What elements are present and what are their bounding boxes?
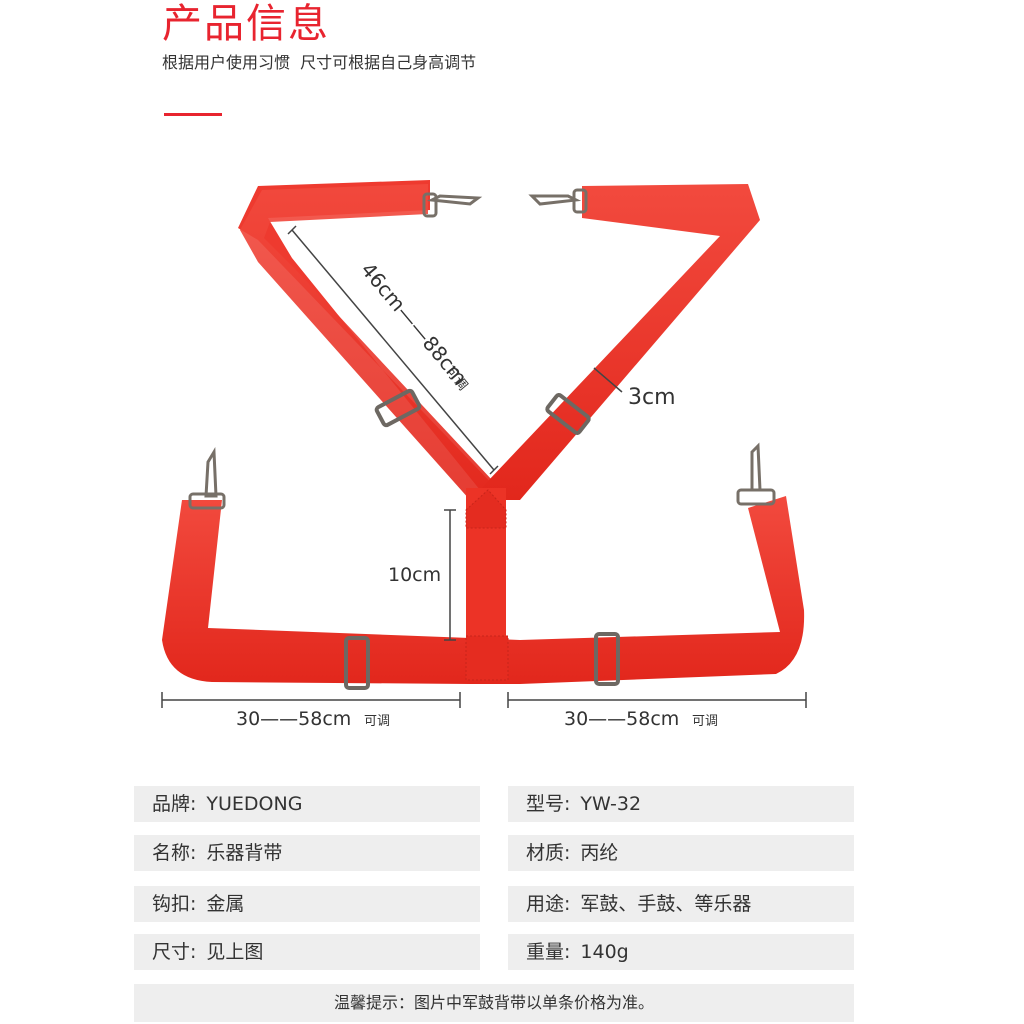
spec-value: YUEDONG [206, 793, 303, 815]
spec-label: 品牌: [152, 793, 197, 815]
lower-strap [162, 496, 805, 684]
spec-label: 型号: [526, 793, 571, 815]
spec-clasp: 钩扣: 金属 [134, 886, 480, 922]
bottom-left-length-label: 30——58cm [236, 708, 351, 730]
page-title: 产品信息 [162, 1, 330, 47]
center-patch [465, 489, 507, 529]
spec-label: 用途: [526, 893, 571, 915]
spec-label: 尺寸: [152, 941, 197, 963]
width-label: 3cm [628, 385, 676, 410]
bottom-right-length-label: 30——58cm [564, 708, 679, 730]
upper-right-strap [470, 184, 760, 500]
spec-label: 重量: [526, 941, 571, 963]
spec-label: 材质: [526, 842, 571, 864]
center-length-label: 10cm [388, 564, 441, 586]
title-underline [164, 113, 222, 116]
spec-brand: 品牌: YUEDONG [134, 786, 480, 822]
spec-usage: 用途: 军鼓、手鼓、等乐器 [508, 886, 854, 922]
hook-icon [188, 188, 776, 510]
spec-value: 丙纶 [580, 842, 619, 864]
spec-value: 军鼓、手鼓、等乐器 [580, 893, 752, 915]
spec-weight: 重量: 140g [508, 934, 854, 970]
spec-value: YW-32 [580, 793, 642, 815]
tip-banner: 温馨提示：图片中军鼓背带以单条价格为准。 [134, 984, 854, 1022]
spec-label: 钩扣: [152, 893, 197, 915]
buckle-icon [344, 388, 620, 690]
page-subtitle: 根据用户使用习惯 尺寸可根据自己身高调节 [162, 53, 477, 72]
spec-value: 见上图 [206, 941, 264, 963]
bottom-right-adjust-label: 可调 [692, 714, 718, 729]
bottom-left-adjust-label: 可调 [364, 714, 390, 729]
dimension-lines [161, 225, 807, 708]
spec-size: 尺寸: 见上图 [134, 934, 480, 970]
spec-label: 名称: [152, 842, 197, 864]
spec-model: 型号: YW-32 [508, 786, 854, 822]
strap-diagram: 46cm——88cm 可调 3cm 10cm 30——58cm 可调 30——5… [161, 180, 807, 730]
spec-value: 140g [580, 941, 629, 963]
spec-material: 材质: 丙纶 [508, 835, 854, 871]
upper-left-strap [238, 180, 500, 500]
spec-value: 金属 [206, 893, 245, 915]
spec-name: 名称: 乐器背带 [134, 835, 480, 871]
spec-value: 乐器背带 [206, 842, 283, 864]
